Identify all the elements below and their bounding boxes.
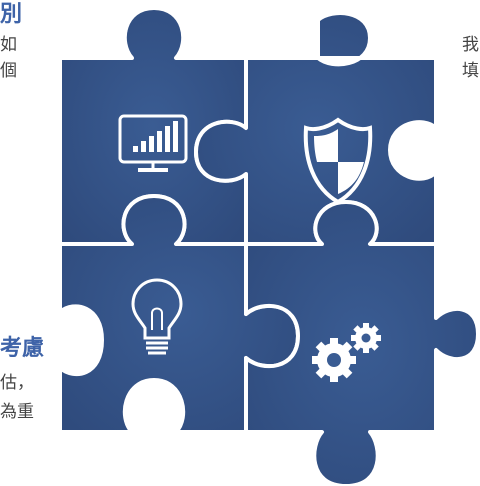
bottom-left-heading: 考慮 <box>0 336 45 361</box>
top-left-heading: 別 <box>0 2 23 27</box>
top-right-text-line2: 填 <box>462 61 479 81</box>
top-left-text-line1: 如 <box>0 35 17 55</box>
top-left-text-line2: 個 <box>0 61 17 81</box>
lightbulb-icon <box>131 278 183 355</box>
monitor-chart-icon <box>118 114 188 172</box>
bottom-left-text-line1: 估， <box>0 373 34 393</box>
shield-icon <box>303 117 373 205</box>
top-right-text-line1: 我 <box>462 35 479 55</box>
gears-icon <box>312 323 381 382</box>
bottom-left-text-line2: 為重 <box>0 402 34 422</box>
